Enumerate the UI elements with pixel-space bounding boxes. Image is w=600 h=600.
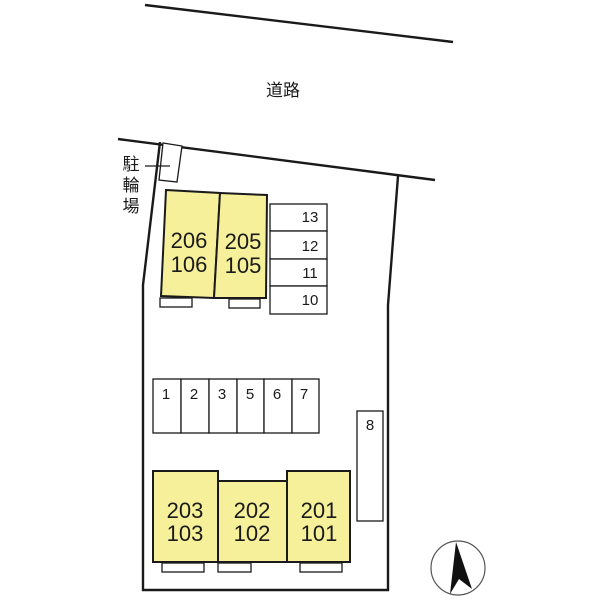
svg-text:102: 102 [234,521,271,546]
road-edge-north [144,3,454,44]
property-boundary [141,141,400,592]
parking-slot-3: 3 [218,386,226,403]
bicycle-parking-char-3: 場 [123,197,140,217]
svg-text:103: 103 [167,521,204,546]
building-206-106: 206 106 [159,188,222,308]
parking-slot-8: 8 [366,417,374,434]
parking-slot-6: 6 [273,386,281,403]
parking-slot-12: 12 [302,238,319,255]
svg-text:105: 105 [225,253,262,278]
bicycle-parking-area [158,142,183,183]
bicycle-parking-char-1: 駐 [123,155,140,175]
building-201-101: 201 101 [286,470,351,573]
svg-text:206: 206 [171,228,208,253]
north-arrow-icon [430,540,486,596]
building-202-102: 202 102 [217,480,288,573]
parking-slot-5: 5 [246,386,254,403]
parking-row: 1 2 3 5 6 7 [152,378,320,434]
parking-slot-2: 2 [190,386,198,403]
svg-text:203: 203 [167,498,204,523]
parking-slot-10: 10 [302,292,319,309]
svg-text:101: 101 [301,521,338,546]
svg-text:106: 106 [171,252,208,277]
svg-text:205: 205 [225,229,262,254]
parking-slot-7: 7 [300,386,308,403]
building-205-105: 205 105 [212,191,269,309]
bicycle-parking-char-2: 輪 [123,176,140,196]
svg-text:201: 201 [301,498,338,523]
parking-stack-right: 13 12 11 10 [269,203,328,315]
building-203-103: 203 103 [152,470,219,573]
road-label: 道路 [266,81,300,101]
parking-slot-8-area: 8 [356,410,384,522]
parking-slot-13: 13 [302,209,319,226]
parking-slot-1: 1 [162,386,170,403]
svg-text:202: 202 [234,498,271,523]
parking-slot-11: 11 [302,265,318,282]
